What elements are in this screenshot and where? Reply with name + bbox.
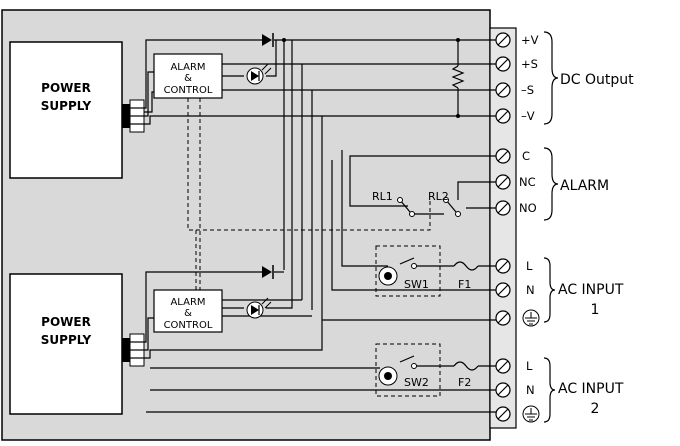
diode-1 [262, 33, 274, 47]
terminal-screw-slot [497, 110, 509, 122]
alarm-control-2: ALARM & CONTROL [153, 289, 223, 333]
terminal-nc: NC [519, 175, 536, 189]
connector-2 [122, 333, 145, 367]
terminal-screw-slot [497, 260, 509, 272]
sense-resistor [451, 40, 465, 116]
terminal-screw-slot [497, 360, 509, 372]
led-1 [246, 63, 272, 85]
terminal-screw-slot [497, 408, 509, 420]
ac-input-2-number: 2 [591, 401, 600, 417]
terminal-screw-slot [497, 284, 509, 296]
switch-sw2-label: SW2 [404, 376, 429, 389]
relay-rl2-label: RL2 [428, 190, 449, 203]
fuse-f2-label: F2 [458, 376, 471, 389]
alarm-relays: RL1 RL2 [349, 155, 500, 217]
ac-input-2: SW2 F2 [146, 343, 500, 413]
led-2 [246, 297, 272, 319]
alarm-control-1: ALARM & CONTROL [153, 53, 223, 99]
fuse-f1-label: F1 [458, 278, 471, 291]
connector-1 [122, 99, 145, 133]
relay-rl1-label: RL1 [372, 190, 393, 203]
terminal-n1: N [526, 283, 535, 297]
alarm-control-1-line1: ALARM [170, 62, 205, 73]
terminal-screw-slot [497, 312, 509, 324]
terminal-screw-slot [497, 150, 509, 162]
power-supply-2-line2: SUPPLY [41, 333, 92, 347]
diode-2 [262, 265, 274, 279]
terminal-labels: +V +S –S –V C NC NO L N L N [519, 33, 539, 397]
group-braces [543, 31, 559, 423]
ac-input-1-label: AC INPUT [558, 282, 624, 298]
terminal-l1: L [526, 259, 533, 273]
power-supply-1: POWER SUPPLY [9, 41, 123, 179]
ground-icon [522, 405, 540, 423]
power-supply-1-line2: SUPPLY [41, 99, 92, 113]
terminal-c: C [522, 149, 530, 163]
terminal-screw-slot [497, 58, 509, 70]
alarm-control-1-line3: CONTROL [164, 85, 213, 96]
terminal-screw-slot [497, 34, 509, 46]
terminal-minus-v: –V [521, 109, 535, 123]
power-supply-2-line1: POWER [41, 315, 91, 329]
power-supply-2: POWER SUPPLY [9, 273, 123, 415]
terminal-screw-slot [497, 202, 509, 214]
alarm-control-1-line2: & [184, 73, 192, 84]
ac-input-1: SW1 F1 [322, 150, 500, 321]
top-module-wiring [144, 38, 500, 320]
terminal-l2: L [526, 359, 533, 373]
alarm-control-2-line1: ALARM [170, 297, 205, 308]
terminal-screw-slot [497, 84, 509, 96]
alarm-control-2-line2: & [184, 308, 192, 319]
terminal-minus-s: –S [521, 83, 534, 97]
terminal-plus-v: +V [521, 33, 539, 47]
terminal-n2: N [526, 383, 535, 397]
ac-input-1-number: 1 [591, 302, 600, 318]
terminal-screws [495, 32, 511, 422]
terminal-screw-slot [497, 176, 509, 188]
power-supply-1-line1: POWER [41, 81, 91, 95]
switch-sw1-label: SW1 [404, 278, 429, 291]
alarm-group-label: ALARM [560, 178, 609, 194]
terminal-plus-s: +S [521, 57, 538, 71]
dc-output-label: DC Output [560, 72, 634, 88]
ac-input-2-label: AC INPUT [558, 381, 624, 397]
alarm-control-2-line3: CONTROL [164, 320, 213, 331]
bottom-module-wiring [144, 271, 323, 359]
alarm-signal-dashed [187, 98, 431, 231]
terminal-no: NO [519, 201, 537, 215]
ground-icon [522, 309, 540, 327]
terminal-screw-slot [497, 384, 509, 396]
